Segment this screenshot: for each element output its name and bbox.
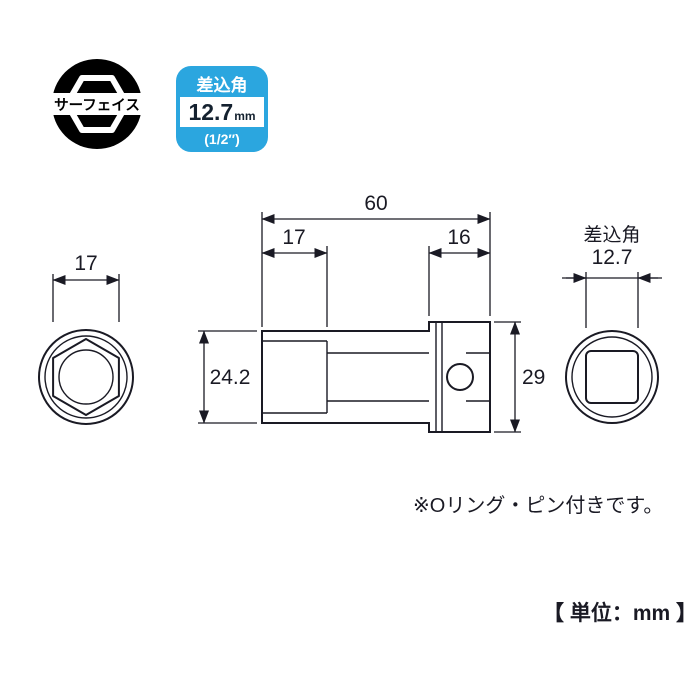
rear-view [565,330,659,424]
surface-badge: サーフェイス [48,59,146,149]
dim-overall-length: 60 [261,192,491,327]
drive-badge-size-unit: mm [234,109,255,123]
surface-badge-label: サーフェイス [54,97,140,114]
front-hex-bore [52,338,120,416]
drive-badge-size: 12.7mm [188,99,255,125]
front-view [38,329,134,425]
rear-outer-circle [565,330,659,424]
dim-label-front-depth: 17 [282,226,305,249]
drive-badge-title: 差込角 [197,75,248,95]
drive-badge-size-value: 12.7 [188,99,233,125]
dim-label-body-od: 24.2 [210,366,251,389]
dim-hex-width: 17 [52,252,120,322]
dim-drive-length: 16 [428,226,491,316]
drive-badge-size-box [180,97,264,127]
dim-label-square-drive-title: 差込角 [583,224,640,246]
oring-note: ※Oリング・ピン付きです。 [413,494,663,517]
dim-label-drive-length: 16 [447,226,470,249]
side-outline [261,321,491,433]
front-chamfer-circle [44,335,128,419]
drive-angle-badge: 差込角 12.7mm (1/2″) [176,66,268,152]
front-inner-circle [58,349,114,405]
dim-label-drive-od: 29 [522,366,545,389]
pin-hole [446,363,474,391]
dim-label-hex-width: 17 [74,252,97,275]
front-outer-circle [38,329,134,425]
dim-front-depth: 17 [261,226,328,327]
surface-badge-band [48,93,146,115]
dim-body-od: 24.2 [198,330,257,424]
unit-note: 【 単位：mm 】 [543,601,697,625]
rear-chamfer-circle [571,336,653,418]
dim-label-square-drive-value: 12.7 [592,246,633,269]
dim-label-overall-length: 60 [364,192,387,215]
drive-badge-inch: (1/2″) [204,131,240,147]
side-view [261,321,491,433]
dim-square-drive: 12.7 差込角 [562,224,662,328]
dim-drive-od: 29 [494,321,545,433]
rear-square-drive [585,350,639,404]
